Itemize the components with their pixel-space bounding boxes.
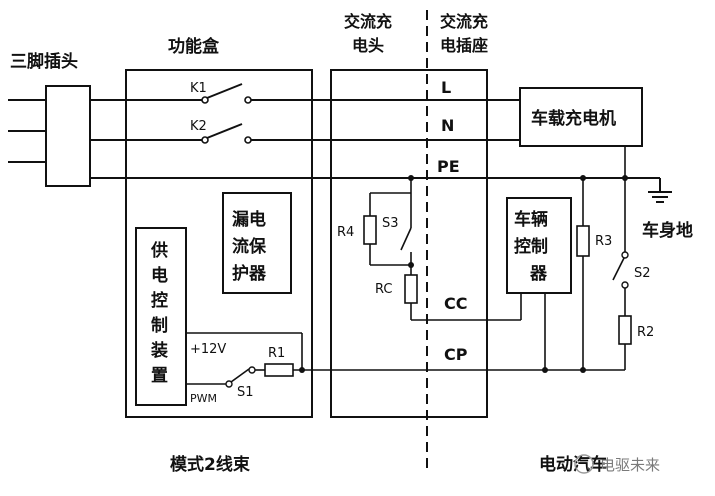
supply-ctrl-char-4: 制	[151, 315, 168, 336]
k1-label: K1	[190, 81, 207, 96]
wechat-icon	[574, 454, 594, 474]
cc-resistor-network	[363, 178, 521, 321]
ev-label: 电动汽车	[539, 454, 607, 475]
function-box-label: 功能盒	[168, 36, 220, 57]
line-N	[90, 123, 520, 144]
supply-ctrl-char-5: 装	[150, 340, 168, 361]
rc-junction-dot	[408, 262, 414, 268]
three-pin-plug	[8, 85, 91, 187]
supply-ctrl-char-6: 置	[151, 366, 168, 386]
rc-label: RC	[375, 282, 392, 297]
v12-label: +12V	[190, 342, 226, 357]
line-PE-label: PE	[437, 157, 460, 176]
ac-head-label-1: 交流充	[344, 12, 392, 31]
vehicle-ctrl-label-2: 控制	[514, 236, 548, 257]
k1-switch-blade	[206, 83, 243, 99]
r3-resistor	[576, 225, 590, 257]
k2-switch-blade	[206, 123, 243, 139]
r3-branch	[576, 178, 590, 370]
cp-junction-dot	[299, 367, 305, 373]
rc-resistor	[404, 274, 418, 304]
cp-signal-circuit	[186, 332, 545, 388]
supply-ctrl-char-2: 电	[151, 265, 168, 286]
cp-ctrl-junction-dot	[542, 367, 548, 373]
supply-ctrl-char-3: 控	[151, 290, 168, 311]
supply-control-box	[135, 227, 187, 406]
r2-resistor	[618, 315, 632, 345]
cp-r3-junction-dot	[580, 367, 586, 373]
r4-resistor	[363, 215, 377, 245]
ac-socket-label-2: 电插座	[440, 36, 488, 55]
ac-socket-label-1: 交流充	[440, 12, 488, 31]
r1-label: R1	[268, 346, 285, 361]
vehicle-controller-box	[506, 197, 572, 294]
watermark: 电驱未来	[574, 454, 660, 474]
vehicle-ctrl-label-1: 车辆	[514, 209, 548, 230]
leakage-protector-box	[222, 192, 292, 294]
vehicle-ctrl-label-3: 器	[529, 264, 548, 284]
line-N-label: N	[441, 116, 454, 135]
plug-label: 三脚插头	[10, 51, 78, 72]
line-CC-label: CC	[444, 294, 467, 313]
leakage-label-3: 护器	[232, 263, 267, 284]
s2-switch-blade	[612, 257, 625, 281]
supply-ctrl-char-1: 供	[150, 240, 168, 261]
body-ground-label: 车身地	[642, 220, 693, 241]
line-CP-label: CP	[444, 345, 468, 364]
k2-label: K2	[190, 119, 207, 134]
onboard-charger-box	[519, 87, 643, 147]
ac-connector-box	[330, 69, 488, 418]
function-box	[125, 69, 313, 418]
s2-r2-branch	[612, 178, 632, 370]
leakage-label-2: 流保	[232, 236, 267, 257]
ground-symbol	[648, 178, 672, 203]
watermark-label: 电驱未来	[600, 456, 660, 474]
s1-label: S1	[237, 385, 254, 400]
leakage-label-1: 漏电	[232, 209, 266, 230]
r2-label: R2	[637, 325, 654, 340]
r4-label: R4	[337, 225, 354, 240]
mode2-cable-label: 模式2线束	[170, 454, 250, 475]
s3-label: S3	[382, 216, 399, 231]
pwm-label: PWM	[190, 392, 217, 405]
r1-resistor	[264, 363, 294, 377]
r3-label: R3	[595, 234, 612, 249]
onboard-charger-label: 车载充电机	[531, 108, 616, 129]
s3-switch-blade	[400, 227, 412, 251]
ac-head-label-2: 电头	[352, 36, 384, 55]
s2-label: S2	[634, 266, 651, 281]
line-L	[90, 83, 520, 104]
line-L-label: L	[441, 78, 451, 97]
